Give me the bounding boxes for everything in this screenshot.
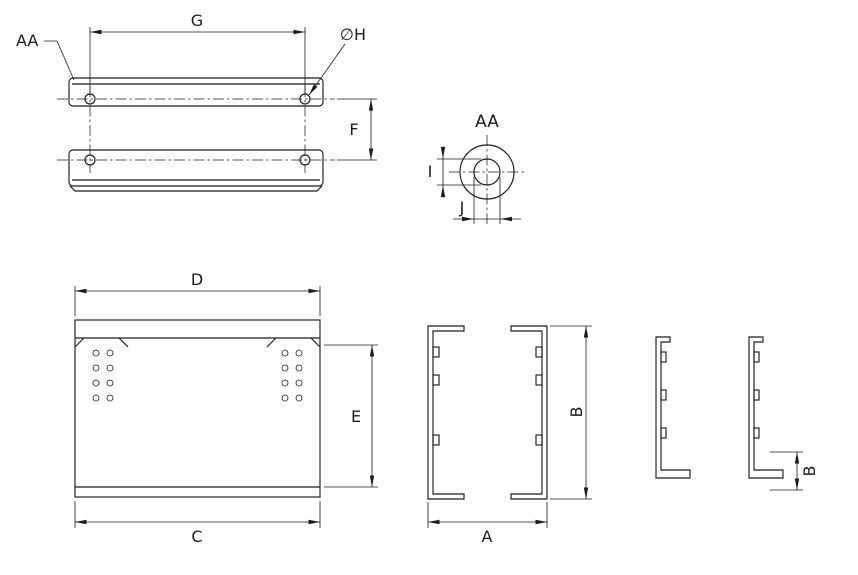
callout-hole-diameter: ∅H	[308, 25, 366, 96]
left-channel-outline	[427, 325, 465, 500]
top-rail-outline	[68, 77, 324, 107]
right-channel-outline	[510, 325, 548, 500]
dimension-j: J	[453, 177, 521, 224]
centerlines	[449, 135, 525, 227]
label-b-dim: B	[567, 407, 586, 418]
centerlines	[57, 86, 335, 173]
detail-view-aa: AA I J	[428, 112, 525, 227]
hole-pattern-right	[281, 349, 303, 402]
detail-title-aa: AA	[475, 112, 499, 132]
dimension-b-end: B	[770, 451, 819, 491]
label-f-dim: F	[349, 120, 358, 139]
label-g-dim: G	[191, 11, 203, 30]
right-channel-tabs	[535, 346, 543, 446]
label-d-dim: D	[191, 270, 203, 289]
dimension-b: B	[550, 325, 592, 500]
label-i-dim: I	[428, 162, 433, 181]
label-b-dim-end: B	[800, 466, 819, 477]
hole-pattern-left	[92, 349, 114, 402]
label-j-dim: J	[459, 198, 465, 217]
front-view: D C E	[74, 270, 378, 546]
side-view: A B	[427, 325, 592, 546]
label-a-dim: A	[482, 527, 493, 546]
top-view: G F AA ∅H	[16, 11, 377, 192]
dimension-g: G	[89, 11, 306, 93]
label-c-dim: C	[191, 527, 202, 546]
right-angle-tabs	[753, 351, 760, 439]
leader-line	[44, 40, 75, 81]
leader-line	[308, 43, 346, 96]
bottom-rail-outline	[68, 149, 324, 192]
label-aa-callout: AA	[16, 31, 38, 50]
left-angle-outline	[655, 336, 691, 479]
right-angle-outline	[748, 336, 784, 479]
callout-aa: AA	[16, 31, 75, 81]
left-channel-tabs	[432, 346, 440, 446]
dimension-a: A	[427, 502, 548, 546]
label-e-dim: E	[351, 407, 361, 426]
boss-outer-circle	[459, 144, 515, 200]
label-h-dim: ∅H	[340, 25, 366, 44]
dimension-c: C	[74, 501, 321, 546]
end-view: B	[655, 336, 819, 491]
dimension-f: F	[337, 98, 377, 161]
dimension-e: E	[324, 344, 378, 488]
left-angle-tabs	[660, 351, 667, 439]
plate-outline	[74, 319, 321, 498]
dimension-d: D	[74, 270, 321, 316]
